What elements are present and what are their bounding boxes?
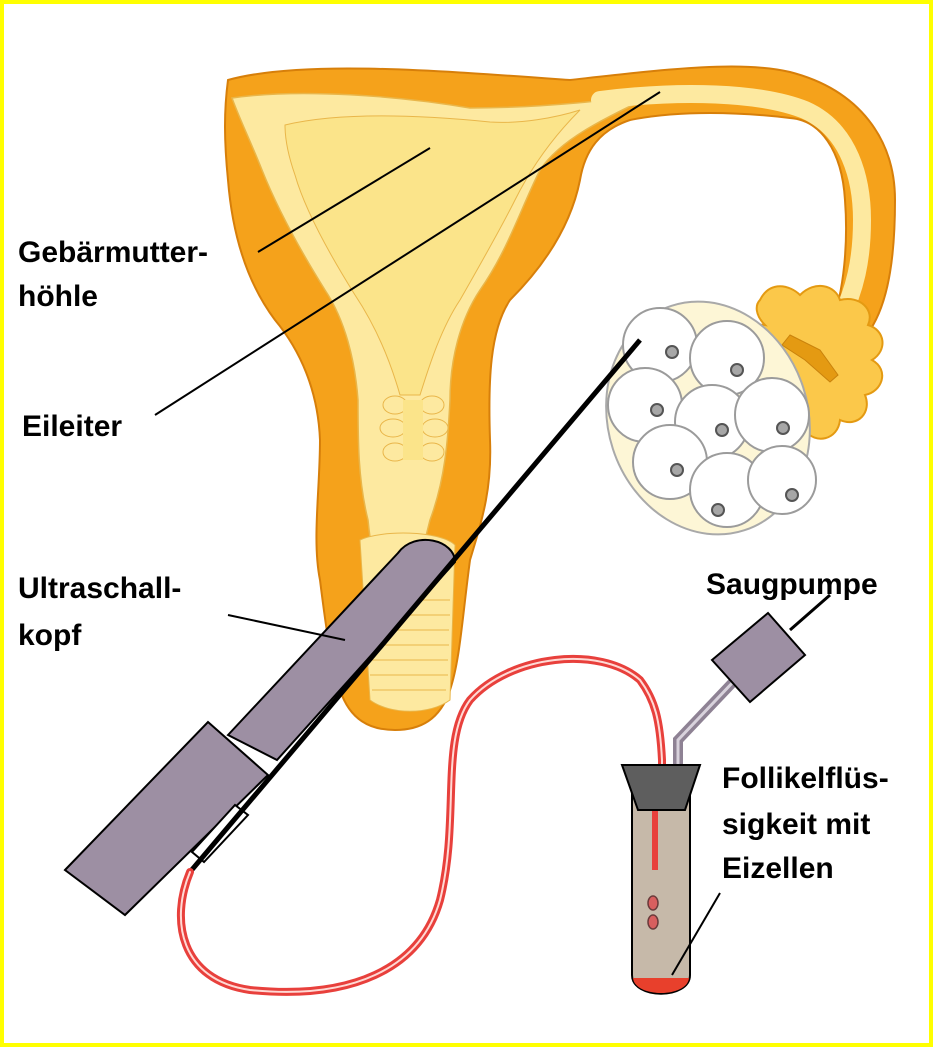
cervix-folds bbox=[380, 396, 448, 461]
label-uterine-cavity-line1: Gebärmutter- bbox=[18, 236, 208, 269]
test-tube-glass bbox=[632, 790, 690, 994]
label-ultrasound-head-line1: Ultraschall- bbox=[18, 572, 181, 605]
label-fallopian-tube: Eileiter bbox=[22, 410, 122, 443]
label-follicular-fluid-line2: sigkeit mit bbox=[722, 808, 870, 841]
label-uterine-cavity-line2: höhle bbox=[18, 280, 98, 313]
label-follicular-fluid-line3: Eizellen bbox=[722, 852, 834, 885]
label-ultrasound-head-line2: kopf bbox=[18, 619, 82, 652]
label-follicular-fluid-line1: Follikelflüs- bbox=[722, 762, 889, 795]
label-suction-pump: Saugpumpe bbox=[706, 568, 878, 601]
collected-fluid bbox=[633, 978, 689, 993]
collection-tube bbox=[622, 765, 700, 994]
suction-pump bbox=[678, 595, 830, 780]
